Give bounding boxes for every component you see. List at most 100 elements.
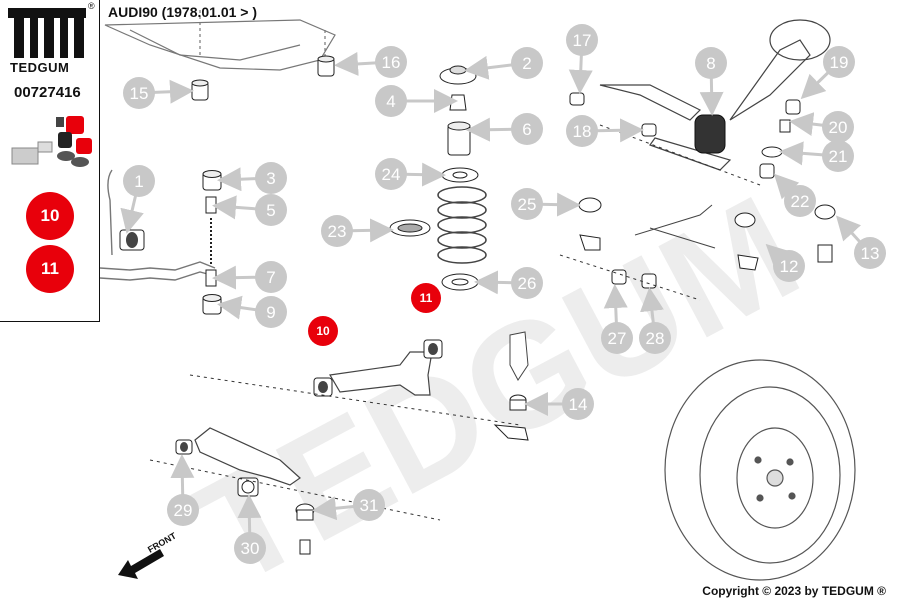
front-label: FRONT [146,530,178,554]
callout-2: 2 [464,47,543,80]
part-number: 00727416 [14,84,81,101]
callout-label: 26 [518,274,537,293]
bump-stop-4 [449,94,467,111]
wheel [664,359,856,581]
callout-31: 31 [312,489,385,521]
control-arm [329,351,433,396]
car-title: AUDI90 (1978.01.01 > ) [108,4,258,20]
ball-joint-25 [578,197,602,251]
copyright: Copyright © 2023 by TEDGUM ® [702,584,886,598]
callout-label: 25 [518,195,537,214]
ball-joint-14 [509,394,527,411]
callout-label: 2 [522,54,531,73]
callout-label: 22 [791,192,810,211]
callout-24: 24 [375,158,446,190]
callout-20: 20 [789,111,854,143]
callout-27: 27 [601,284,633,354]
callout-5: 5 [212,194,287,226]
callout-label: 17 [573,31,592,50]
callout-19: 19 [800,46,855,100]
callout-label: 13 [861,244,880,263]
rear-arm [194,427,301,486]
shock-absorber [599,19,831,171]
callout-6: 6 [466,113,543,145]
stabilizer-bar [99,169,216,281]
bushing-16 [317,55,335,77]
product-thumbnail [11,116,92,167]
callout-17: 17 [566,24,598,94]
tie-rod-end [493,424,529,441]
callout-label: 23 [328,222,347,241]
ball-joint-12 [734,212,759,271]
callout-label: 14 [569,395,588,414]
steering-knuckle [509,331,529,381]
callout-label: 19 [830,53,849,72]
callout-label: 29 [174,501,193,520]
brand-name: TEDGUM [10,60,70,75]
callout-16: 16 [334,46,407,78]
bushing-10 [313,377,333,397]
callout-21: 21 [779,140,854,172]
bearing-23 [389,219,431,237]
ball-joint-13 [814,204,836,263]
sleeve-7 [205,269,217,287]
bushing-17 [569,92,585,106]
callout-label: 9 [266,303,275,322]
callout-label: 28 [646,329,665,348]
callout-label: 8 [706,54,715,73]
bushing-19 [785,99,801,115]
callout-28: 28 [639,287,671,354]
bushing-18 [641,123,657,137]
callout-1: 1 [120,165,155,234]
callout-12: 12 [765,243,805,282]
callout-13: 13 [835,215,886,269]
callout-label: 20 [829,118,848,137]
bushing-1 [119,229,145,251]
bushing-3 [202,170,222,191]
callout-label: 18 [573,122,592,141]
callout-29: 29 [167,454,199,526]
callout-label: 3 [266,169,275,188]
callout-label: 5 [266,201,275,220]
bushing-22 [759,163,775,179]
track-rod [634,204,716,249]
brand-panel: ® TEDGUM 00727416 10 11 [0,0,100,322]
spring-seat-26 [441,273,479,291]
bushing-9 [202,294,222,315]
callout-18: 18 [566,115,644,147]
callout-label: 30 [241,539,260,558]
front-arrow: FRONT [118,530,178,579]
highlight-badge-10: 10 [26,192,74,240]
callout-label: 15 [130,84,149,103]
washer-21 [761,146,783,158]
bushing-11 [423,339,443,359]
callout-label: 16 [382,53,401,72]
diagram-callout-10: 10 [308,316,338,346]
callout-3: 3 [217,162,287,194]
diagram-callout-11: 11 [411,283,441,313]
spring-seat-24 [441,167,479,183]
registered-mark: ® [88,1,95,11]
dust-cover-6 [447,121,471,156]
bushing-27 [611,269,627,285]
callout-23: 23 [321,215,394,247]
callout-26: 26 [474,267,543,299]
bushing-15 [191,79,209,101]
callout-7: 7 [212,261,287,293]
subframe [104,10,336,71]
callout-label: 27 [608,329,627,348]
callout-8: 8 [695,47,727,116]
callout-label: 6 [522,120,531,139]
callout-15: 15 [123,77,194,109]
callout-label: 24 [382,165,401,184]
callout-30: 30 [234,494,266,564]
sleeve-20 [779,119,791,133]
callout-label: 1 [134,172,143,191]
callout-4: 4 [375,85,458,117]
callout-14: 14 [524,388,594,420]
callout-label: 12 [780,257,799,276]
bushing-28 [641,273,657,289]
callout-label: 21 [829,147,848,166]
callout-9: 9 [217,295,287,328]
